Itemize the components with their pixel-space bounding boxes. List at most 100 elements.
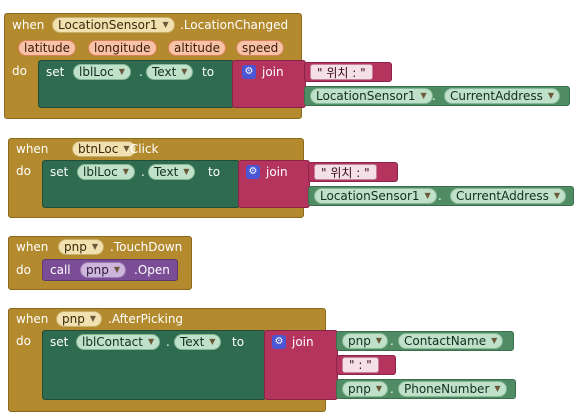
dropdown-arrow-icon[interactable]: ▼ <box>424 191 431 200</box>
dropdown-arrow-icon[interactable]: ▼ <box>375 336 382 345</box>
getter-component-name: LocationSensor1 <box>320 189 420 203</box>
do-label: do <box>16 164 31 178</box>
call-target-name: pnp <box>86 263 109 277</box>
gear-icon[interactable]: ⚙ <box>272 335 286 349</box>
set-block-lblLoc-text[interactable] <box>38 60 234 108</box>
set-prop-name: Text <box>154 165 179 179</box>
dot-label: . <box>390 334 394 348</box>
component-name: pnp <box>64 240 87 254</box>
getter-component-dropdown[interactable]: LocationSensor1 ▼ <box>310 88 433 104</box>
gear-icon[interactable]: ⚙ <box>242 65 256 79</box>
text-value[interactable]: " : " <box>342 357 379 373</box>
dropdown-arrow-icon[interactable]: ▼ <box>420 91 427 100</box>
set-target-name: lblLoc <box>83 165 118 179</box>
dropdown-arrow-icon[interactable]: ▼ <box>113 265 120 274</box>
join-header: ⚙ join <box>242 63 284 81</box>
to-label: to <box>232 335 245 349</box>
param-altitude[interactable]: altitude <box>168 40 227 56</box>
set-prop-name: Text <box>180 335 205 349</box>
getter-component-dropdown[interactable]: LocationSensor1 ▼ <box>314 188 437 204</box>
set-prop-dropdown[interactable]: Text ▼ <box>174 334 222 350</box>
getter-component-dropdown[interactable]: pnp ▼ <box>342 381 388 397</box>
component-dropdown[interactable]: pnp ▼ <box>58 239 104 255</box>
when-label: when <box>16 312 49 326</box>
component-name: LocationSensor1 <box>58 18 158 32</box>
method-name: .Open <box>134 263 170 277</box>
set-label: set <box>46 65 65 79</box>
dropdown-arrow-icon[interactable]: ▼ <box>91 242 98 251</box>
dot-label: . <box>139 65 143 79</box>
call-label: call <box>50 263 71 277</box>
when-label: when <box>16 142 49 156</box>
getter-prop-name: PhoneNumber <box>404 382 490 396</box>
set-target-name: lblContact <box>82 335 143 349</box>
to-label: to <box>202 65 215 79</box>
set-target-dropdown[interactable]: lblLoc ▼ <box>73 64 131 80</box>
dropdown-arrow-icon[interactable]: ▼ <box>162 20 169 29</box>
dropdown-arrow-icon[interactable]: ▼ <box>491 336 498 345</box>
text-value[interactable]: " 위치 : " <box>314 164 377 180</box>
getter-prop-dropdown[interactable]: CurrentAddress ▼ <box>450 188 567 204</box>
join-label: join <box>292 335 314 349</box>
do-label: do <box>16 263 31 277</box>
dropdown-arrow-icon[interactable]: ▼ <box>89 314 96 323</box>
gear-icon[interactable]: ⚙ <box>246 165 260 179</box>
set-label: set <box>50 335 69 349</box>
getter-component-name: pnp <box>348 382 371 396</box>
dot-label: . <box>141 165 145 179</box>
dropdown-arrow-icon[interactable]: ▼ <box>183 167 190 176</box>
when-label: when <box>12 18 45 32</box>
do-label: do <box>12 64 27 78</box>
set-prop-dropdown[interactable]: Text ▼ <box>148 164 196 180</box>
dropdown-arrow-icon[interactable]: ▼ <box>147 337 155 346</box>
dropdown-arrow-icon[interactable]: ▼ <box>122 167 129 176</box>
dropdown-arrow-icon[interactable]: ▼ <box>118 67 125 76</box>
component-dropdown[interactable]: pnp ▼ <box>56 311 102 327</box>
getter-component-name: LocationSensor1 <box>316 89 416 103</box>
text-value[interactable]: " 위치 : " <box>310 64 373 80</box>
join-header: ⚙ join <box>272 333 314 351</box>
do-label: do <box>16 334 31 348</box>
getter-prop-dropdown[interactable]: CurrentAddress ▼ <box>444 88 561 104</box>
dot-label: . <box>432 89 436 103</box>
join-label: join <box>262 65 284 79</box>
call-target-dropdown[interactable]: pnp ▼ <box>80 262 126 278</box>
param-longitude[interactable]: longitude <box>88 40 157 56</box>
event-name: .LocationChanged <box>180 18 289 32</box>
event-name: .Click <box>126 142 159 156</box>
dropdown-arrow-icon[interactable]: ▼ <box>375 384 382 393</box>
component-name: btnLoc <box>78 142 119 156</box>
getter-component-dropdown[interactable]: pnp ▼ <box>342 333 388 349</box>
event-name: .AfterPicking <box>108 312 184 326</box>
set-label: set <box>50 165 69 179</box>
component-name: pnp <box>62 312 85 326</box>
getter-prop-name: ContactName <box>404 334 487 348</box>
when-label: when <box>16 240 49 254</box>
dropdown-arrow-icon[interactable]: ▼ <box>123 144 130 153</box>
join-header: ⚙ join <box>246 163 288 181</box>
getter-prop-dropdown[interactable]: ContactName ▼ <box>398 333 504 349</box>
dropdown-arrow-icon[interactable]: ▼ <box>553 191 561 200</box>
dropdown-arrow-icon[interactable]: ▼ <box>494 384 501 393</box>
getter-prop-name: CurrentAddress <box>450 89 543 103</box>
component-dropdown[interactable]: btnLoc ▼ <box>72 141 136 157</box>
component-dropdown[interactable]: LocationSensor1 ▼ <box>52 17 175 33</box>
param-speed[interactable]: speed <box>236 40 285 56</box>
dropdown-arrow-icon[interactable]: ▼ <box>209 337 216 346</box>
dot-label: . <box>390 382 394 396</box>
param-latitude[interactable]: latitude <box>18 40 77 56</box>
set-block-lblLoc-text[interactable] <box>42 160 240 208</box>
getter-prop-name: CurrentAddress <box>456 189 549 203</box>
set-target-dropdown[interactable]: lblLoc ▼ <box>77 164 135 180</box>
dot-label: . <box>166 335 170 349</box>
set-prop-name: Text <box>152 65 177 79</box>
join-label: join <box>266 165 288 179</box>
dropdown-arrow-icon[interactable]: ▼ <box>181 67 188 76</box>
set-prop-dropdown[interactable]: Text ▼ <box>146 64 194 80</box>
dropdown-arrow-icon[interactable]: ▼ <box>547 91 555 100</box>
to-label: to <box>208 165 221 179</box>
set-target-dropdown[interactable]: lblContact ▼ <box>76 334 161 350</box>
getter-prop-dropdown[interactable]: PhoneNumber ▼ <box>398 381 507 397</box>
dot-label: . <box>438 189 442 203</box>
getter-component-name: pnp <box>348 334 371 348</box>
